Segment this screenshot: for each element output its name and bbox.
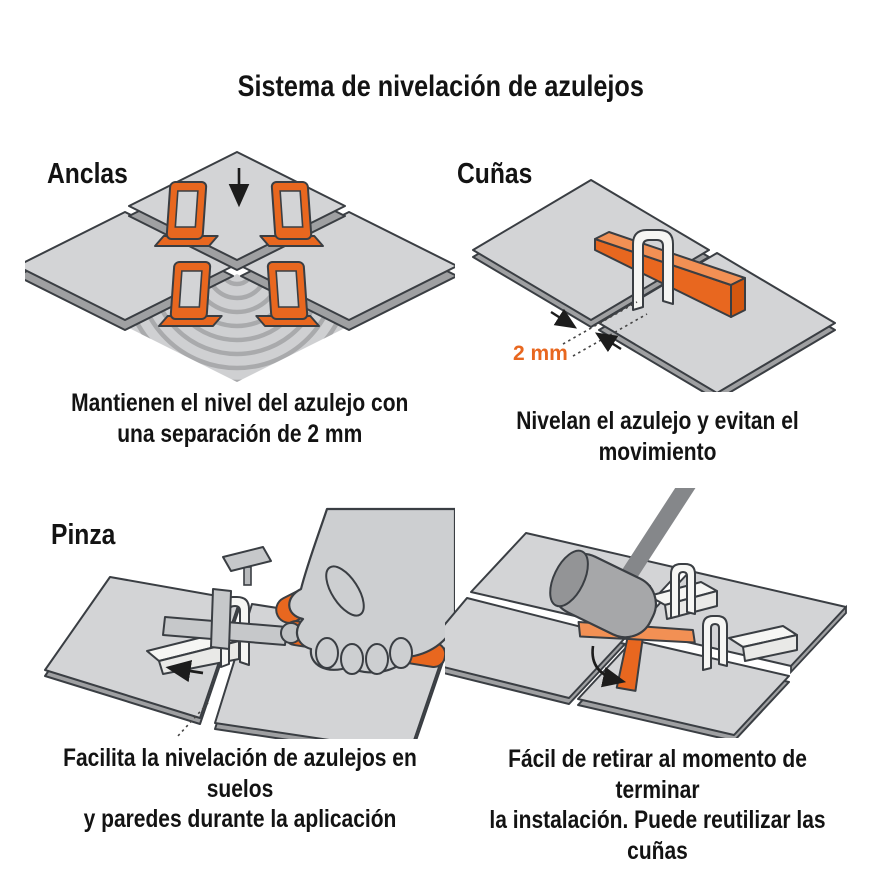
motion-arrow-icon [165,659,204,683]
panel-retiro-caption: Fácil de retirar al momento de terminar … [489,745,826,865]
mallet-icon [549,488,696,639]
adjuster-knob-icon [222,546,272,572]
tile [598,252,836,392]
tile [445,597,626,705]
gap-arrow-icon [550,308,578,329]
tile [44,576,241,725]
panel-anclas: Anclas [25,142,455,449]
gap-arrow-icon [594,332,622,353]
retiro-illustration [445,488,847,738]
gap-size-text: 2 mm [513,342,568,365]
panel-pinza-title: Pinza [51,519,116,551]
panel-pinza-caption: Facilita la nivelación de azulejos en su… [63,744,417,833]
hand-icon [288,507,455,675]
panel-cunas-caption: Nivelan el azulejo y evitan el movimient… [516,407,799,466]
anclas-illustration [25,151,455,382]
adjuster-screw-icon [243,566,252,586]
gap-annotation: 2 mm [513,301,648,365]
finger [389,637,413,669]
cunas-illustration: 2 mm [472,179,836,392]
panel-pinza: Pinza [25,505,455,835]
finger [340,643,364,675]
leveling-clip-icon [632,229,674,311]
tile [25,211,234,331]
thumb [325,565,365,617]
panel-anclas-caption: Mantienen el nivel del azulejo con una s… [71,389,409,448]
panel-cunas: Cuñas 2 mm Nivelan el azulejo y evitan [445,142,870,467]
pinza-illustration [44,507,455,739]
leader-line [562,301,638,345]
finger [315,637,339,669]
panel-anclas-title: Anclas [47,158,128,190]
pliers-plate [210,588,232,650]
joint-dotted-line [176,702,209,738]
page-title: Sistema de nivelación de azulejos [237,70,645,103]
finger [365,643,389,675]
leveling-clip-icon [670,563,696,619]
panel-cunas-title: Cuñas [457,158,533,190]
panel-retiro: Fácil de retirar al momento de terminar … [445,488,870,866]
mallet-handle [615,488,696,589]
leveling-clip-icon [702,615,728,671]
curved-arrow-icon [591,645,627,688]
wedge-icon [728,625,798,662]
